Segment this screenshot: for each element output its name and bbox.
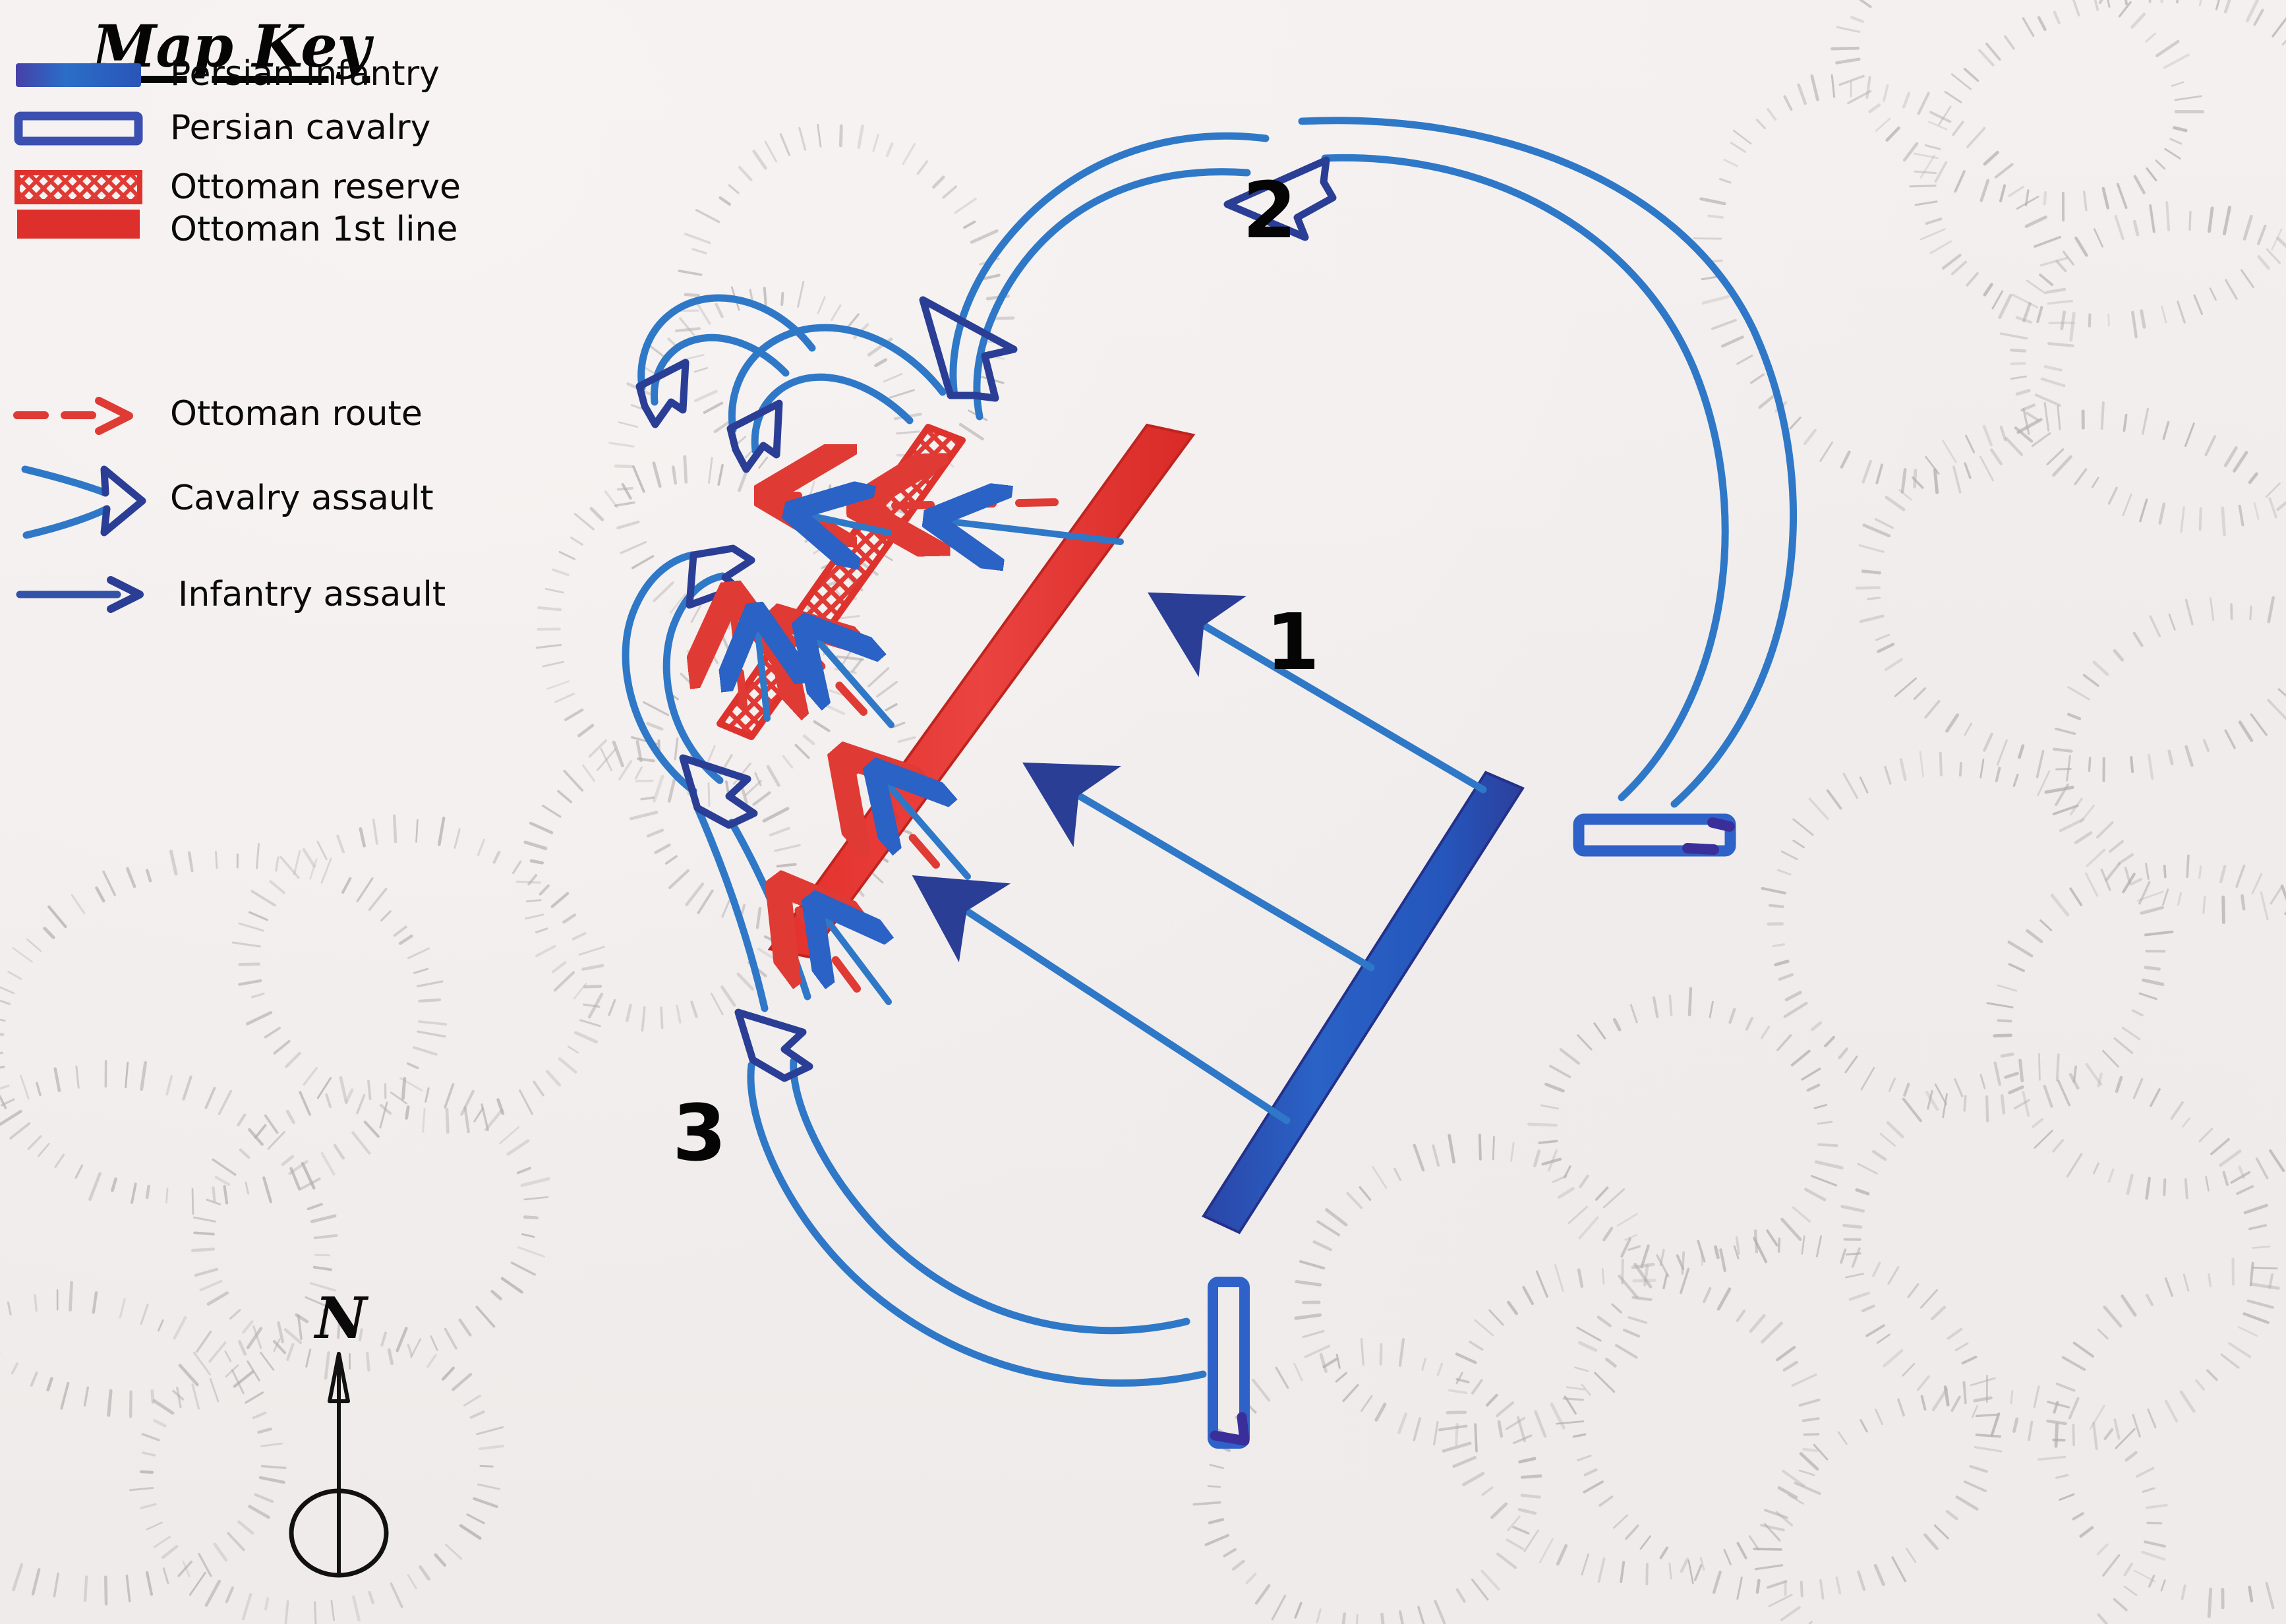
ottoman-route-arrows	[733, 496, 1055, 989]
phase-number-1: 1	[1266, 596, 1320, 687]
phase-number-3: 3	[672, 1088, 726, 1178]
legend-label-ottoman-1st-line: Ottoman 1st line	[170, 212, 457, 246]
persian-cavalry-east-unit	[1579, 819, 1730, 851]
legend-label-cavalry-assault: Cavalry assault	[170, 481, 434, 515]
cavalry-assault-center-arrow	[923, 136, 1266, 417]
phase-number-2: 2	[1243, 165, 1297, 256]
legend-label-persian-infantry: Persian infantry	[170, 57, 440, 91]
legend-swatches	[0, 0, 593, 659]
legend-label-persian-cavalry: Persian cavalry	[170, 111, 430, 145]
cavalry-assault-west-arc	[626, 548, 751, 791]
legend-label-ottoman-route: Ottoman route	[170, 397, 423, 431]
compass-rose: N	[283, 1285, 455, 1602]
map-key-panel: Map Key	[0, 0, 593, 659]
legend-label-ottoman-reserve: Ottoman reserve	[170, 170, 461, 204]
cavalry-assault-east-arc	[1227, 121, 1794, 804]
legend-label-infantry-assault: Infantry assault	[178, 577, 446, 612]
persian-cavalry-south-unit	[1213, 1282, 1245, 1443]
persian-infantry-unit	[1204, 772, 1523, 1232]
cavalry-assault-hill-arcs	[639, 298, 943, 469]
